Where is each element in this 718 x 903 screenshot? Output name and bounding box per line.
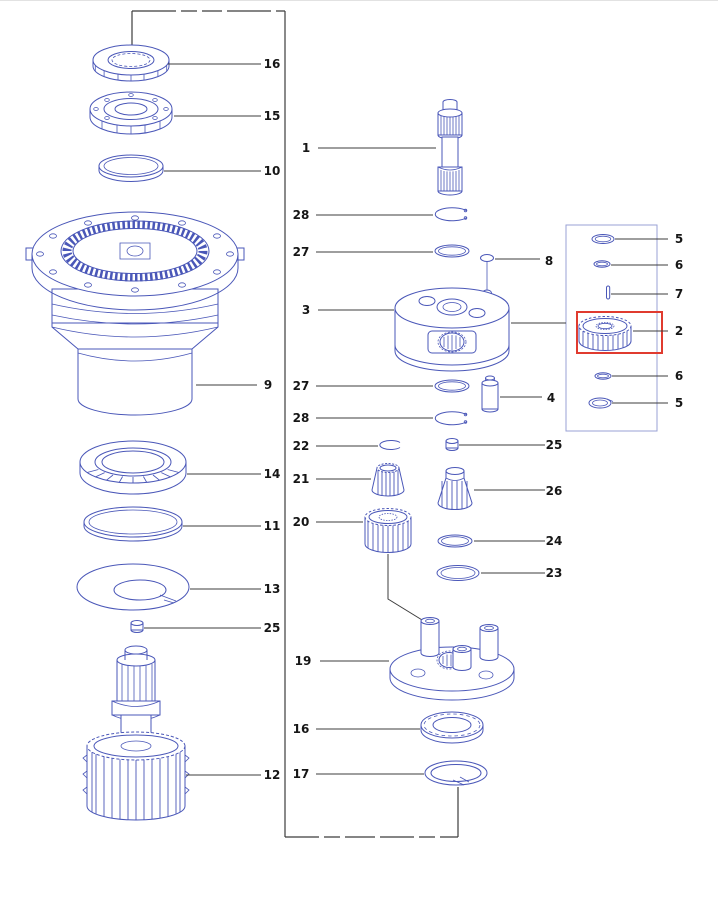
part-23-ring (436, 565, 480, 581)
part-28-snap-ring-lower (434, 411, 468, 426)
part-16-lock-nut (92, 44, 170, 82)
callout-21-planet-gear: 21 (293, 472, 310, 486)
part-14-roller-bearing (79, 440, 187, 495)
callout-15-bearing-nut: 15 (264, 109, 281, 123)
callout-28-lower: 28 (293, 411, 310, 425)
part-27-ring-lower (434, 379, 470, 393)
callout-20-sun-gear: 20 (293, 515, 310, 529)
part-3-planet-carrier (394, 287, 510, 372)
part-28-snap-ring-upper (434, 207, 468, 222)
callout-2-gear-selected: 2 (675, 324, 683, 338)
callout-9-housing: 9 (264, 378, 272, 392)
callout-24-ring: 24 (546, 534, 563, 548)
part-25-nut-left (130, 620, 144, 633)
callout-14-bearing: 14 (264, 467, 281, 481)
part-16-lock-nut-lower (420, 711, 484, 744)
callout-3-carrier: 3 (302, 303, 310, 317)
detail-box (565, 224, 658, 432)
assembly-boundary (131, 10, 459, 838)
part-4-pin (481, 375, 499, 413)
callout-10-ring: 10 (264, 164, 281, 178)
callout-11-ring: 11 (264, 519, 281, 533)
part-10-ring (98, 154, 164, 182)
part-11-ring (83, 506, 183, 542)
highlight-box (576, 311, 663, 354)
callout-13-washer: 13 (264, 582, 281, 596)
part-17-retaining-ring (424, 760, 488, 786)
part-12-output-gear-shaft (82, 645, 190, 821)
callout-8-plug: 8 (545, 254, 553, 268)
part-5-lock-washer-bottom (588, 397, 614, 409)
callout-22-snap-ring: 22 (293, 439, 310, 453)
part-9-gear-housing (25, 211, 245, 416)
part-7-pin (606, 285, 611, 300)
callout-6-bottom: 6 (675, 369, 683, 383)
part-26-coupling-gear (437, 467, 473, 510)
part-27-ring-upper (434, 244, 470, 258)
callout-16-lock-nut: 16 (264, 57, 281, 71)
part-6-ring-bottom (594, 372, 612, 380)
part-13-thrust-washer (76, 563, 190, 611)
callout-1-shaft: 1 (302, 141, 310, 155)
callout-28-upper: 28 (293, 208, 310, 222)
part-19-planet-carrier-assembly (389, 617, 515, 701)
part-24-ring (437, 534, 473, 548)
part-1-input-shaft (437, 99, 463, 196)
callout-27-lower: 27 (293, 379, 310, 393)
callout-23-ring: 23 (546, 566, 563, 580)
callout-16-lower: 16 (293, 722, 310, 736)
callout-labels: 16 15 10 9 14 11 13 25 12 1 28 27 3 27 2… (264, 57, 684, 782)
part-20-sun-gear (364, 508, 412, 553)
callout-26-coupling: 26 (546, 484, 563, 498)
part-5-washer-top (591, 234, 615, 244)
callout-4-pin: 4 (547, 391, 555, 405)
callout-5-bottom: 5 (675, 396, 683, 410)
part-8-plug (480, 254, 494, 297)
part-15-bearing-nut (89, 91, 173, 135)
callout-6-top: 6 (675, 258, 683, 272)
callout-17-retaining-ring: 17 (293, 767, 310, 781)
part-21-planet-gear (371, 463, 405, 497)
callout-12-gear-shaft: 12 (264, 768, 281, 782)
callout-25-nut-left: 25 (264, 621, 281, 635)
connector-20-to-19 (387, 554, 428, 624)
callout-27-upper: 27 (293, 245, 310, 259)
part-2-gear[interactable] (578, 316, 632, 351)
leader-lines (144, 63, 668, 776)
callout-25-nut-mid: 25 (546, 438, 563, 452)
callout-5-top: 5 (675, 232, 683, 246)
part-25-nut-mid (445, 438, 459, 451)
callout-7-pin: 7 (675, 287, 683, 301)
callout-19-carrier-assy: 19 (295, 654, 312, 668)
part-6-ring-top (593, 260, 611, 268)
part-22-snap-ring (379, 440, 401, 450)
